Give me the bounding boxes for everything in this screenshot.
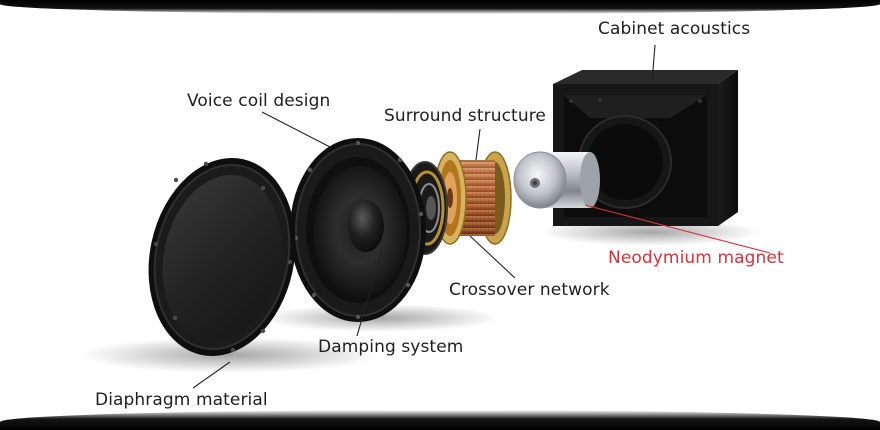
- leader-line-neodymium: [584, 204, 771, 254]
- leader-lines: [192, 44, 656, 389]
- label-damping-system: Damping system: [318, 337, 464, 357]
- label-neodymium-magnet: Neodymium magnet: [608, 248, 784, 268]
- screen-bezel-top: [0, 0, 880, 14]
- label-crossover-network: Crossover network: [449, 280, 610, 300]
- screen-bezel-bottom: [0, 410, 880, 430]
- leader-line-cabinet: [651, 44, 656, 83]
- leader-line-crossover: [469, 235, 516, 279]
- leader-line-surround: [475, 128, 481, 161]
- woofer-driver: [290, 138, 426, 322]
- leader-line-diaphragm: [192, 361, 231, 389]
- label-diaphragm-material: Diaphragm material: [95, 390, 268, 410]
- label-surround-structure: Surround structure: [384, 106, 546, 126]
- diaphragm-plate: [148, 158, 296, 356]
- label-cabinet-acoustics: Cabinet acoustics: [598, 19, 751, 39]
- leader-line-damping: [356, 249, 383, 337]
- leader-line-voice-coil: [261, 111, 331, 148]
- label-voice-coil-design: Voice coil design: [187, 91, 331, 111]
- neodymium-magnet: [513, 151, 600, 209]
